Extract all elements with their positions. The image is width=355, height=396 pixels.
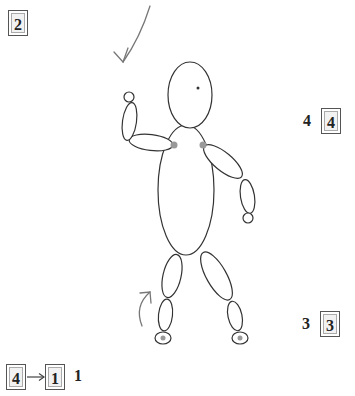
callout-box: 2: [8, 10, 28, 36]
callout-number: 1: [51, 371, 59, 387]
callout-number: 4: [12, 371, 20, 387]
callout-number: 1: [74, 368, 82, 384]
callout-number: 3: [326, 318, 334, 334]
callout-number: 2: [14, 17, 22, 33]
arrow-connector: [27, 374, 44, 381]
callout-number: 4: [327, 115, 335, 131]
callout-box: 4: [321, 108, 341, 134]
callout-box: 3: [320, 311, 340, 337]
callout-box: 4: [6, 364, 26, 390]
callout-box: 1: [45, 364, 65, 390]
callout-number: 4: [303, 113, 311, 129]
callout-number: 3: [302, 316, 310, 332]
